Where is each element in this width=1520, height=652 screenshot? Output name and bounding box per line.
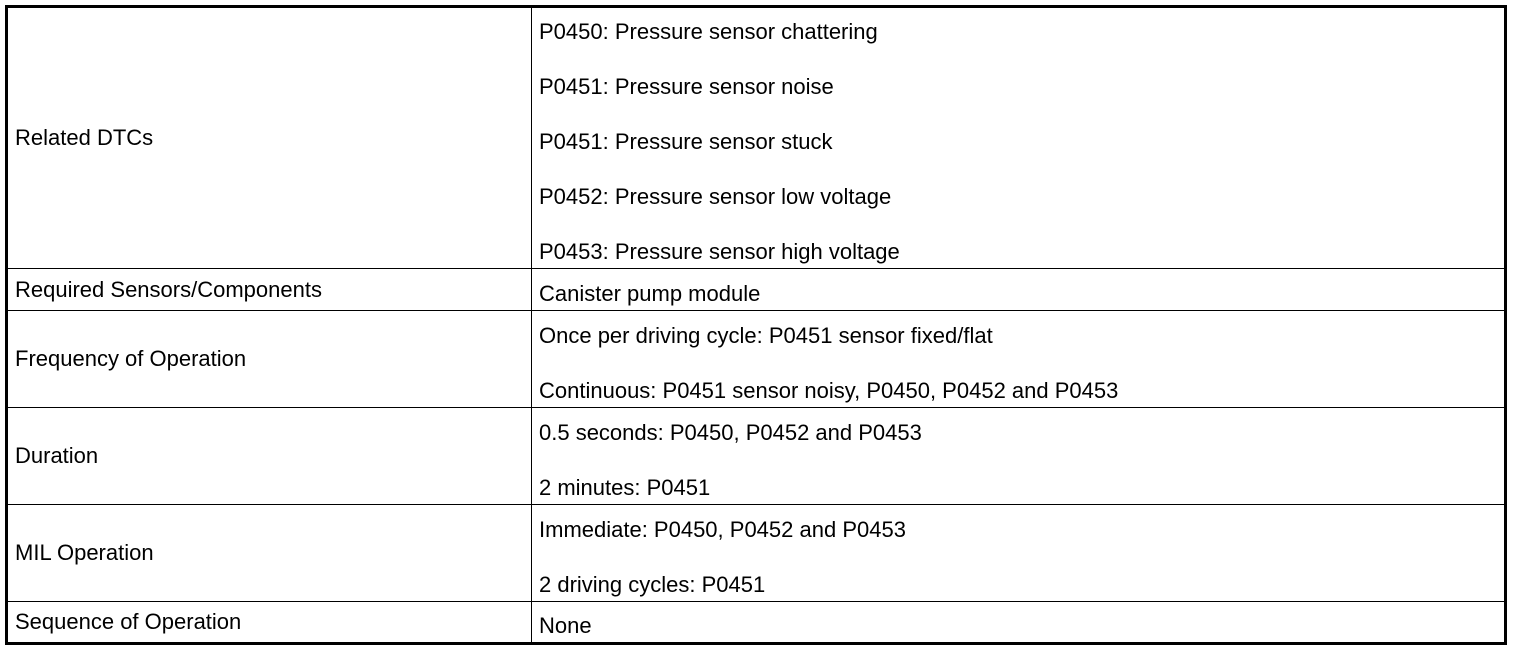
table-row: Frequency of Operation Once per driving … (6, 310, 1506, 408)
row-value: Canister pump module (531, 268, 1506, 311)
row-value: Once per driving cycle: P0451 sensor fix… (531, 310, 1506, 408)
value-line: 2 minutes: P0451 (539, 474, 711, 500)
row-value: 0.5 seconds: P0450, P0452 and P0453 2 mi… (531, 407, 1506, 505)
value-line: Immediate: P0450, P0452 and P0453 (539, 516, 906, 542)
table-row: MIL Operation Immediate: P0450, P0452 an… (6, 504, 1506, 602)
row-value: Immediate: P0450, P0452 and P0453 2 driv… (531, 504, 1506, 602)
row-label: Related DTCs (6, 6, 532, 269)
value-line: P0451: Pressure sensor stuck (539, 129, 833, 154)
value-line: P0450: Pressure sensor chattering (539, 19, 878, 44)
value-line: Canister pump module (539, 280, 761, 306)
table-row: Related DTCs P0450: Pressure sensor chat… (6, 6, 1506, 269)
table-row: Duration 0.5 seconds: P0450, P0452 and P… (6, 407, 1506, 505)
value-line: P0451: Pressure sensor noise (539, 74, 834, 99)
spec-table: Related DTCs P0450: Pressure sensor chat… (5, 5, 1507, 645)
value-line: P0453: Pressure sensor high voltage (539, 239, 900, 264)
value-line: 2 driving cycles: P0451 (539, 571, 766, 597)
table-row: Sequence of Operation None (6, 601, 1506, 644)
value-line: Once per driving cycle: P0451 sensor fix… (539, 322, 993, 348)
value-line: Continuous: P0451 sensor noisy, P0450, P… (539, 377, 1119, 403)
row-label: Sequence of Operation (6, 601, 532, 644)
row-label: Frequency of Operation (6, 310, 532, 408)
value-line: 0.5 seconds: P0450, P0452 and P0453 (539, 419, 922, 445)
row-label: MIL Operation (6, 504, 532, 602)
row-value: P0450: Pressure sensor chattering P0451:… (531, 6, 1506, 269)
row-value: None (531, 601, 1506, 644)
value-line: None (539, 613, 592, 638)
table-row: Required Sensors/Components Canister pum… (6, 268, 1506, 311)
row-label: Required Sensors/Components (6, 268, 532, 311)
value-line: P0452: Pressure sensor low voltage (539, 184, 892, 209)
row-label: Duration (6, 407, 532, 505)
